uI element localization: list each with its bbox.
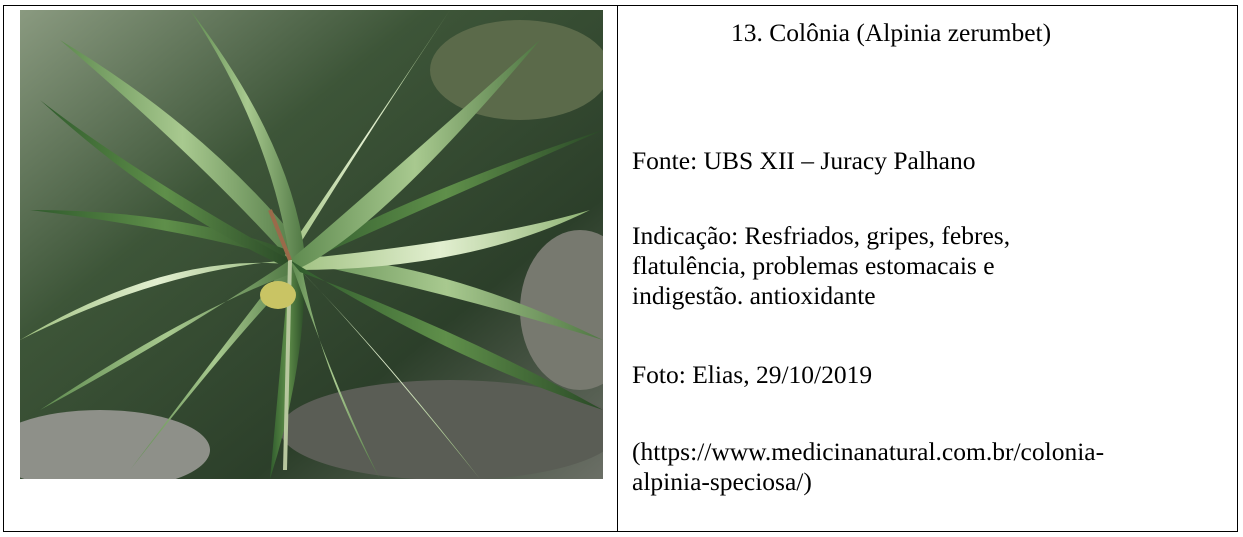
indication-line: indigestão. antioxidante	[632, 281, 876, 310]
indication-line: Indicação: Resfriados, gripes, febres,	[632, 221, 1011, 250]
card-title: 13. Colônia (Alpinia zerumbet)	[731, 18, 1052, 47]
indication-text: Indicação: Resfriados, gripes, febres, f…	[632, 221, 1232, 311]
table-border	[3, 5, 1238, 532]
column-divider	[617, 5, 618, 532]
photo-credit-text: Foto: Elias, 29/10/2019	[632, 360, 873, 389]
plant-photo-illustration	[20, 10, 603, 479]
reference-url: (https://www.medicinanatural.com.br/colo…	[632, 437, 1232, 497]
reference-url-line: alpinia-speciosa/)	[632, 467, 812, 496]
indication-line: flatulência, problemas estomacais e	[632, 251, 995, 280]
plant-photo	[20, 10, 603, 479]
reference-url-line: (https://www.medicinanatural.com.br/colo…	[632, 437, 1105, 466]
source-text: Fonte: UBS XII – Juracy Palhano	[632, 146, 976, 175]
